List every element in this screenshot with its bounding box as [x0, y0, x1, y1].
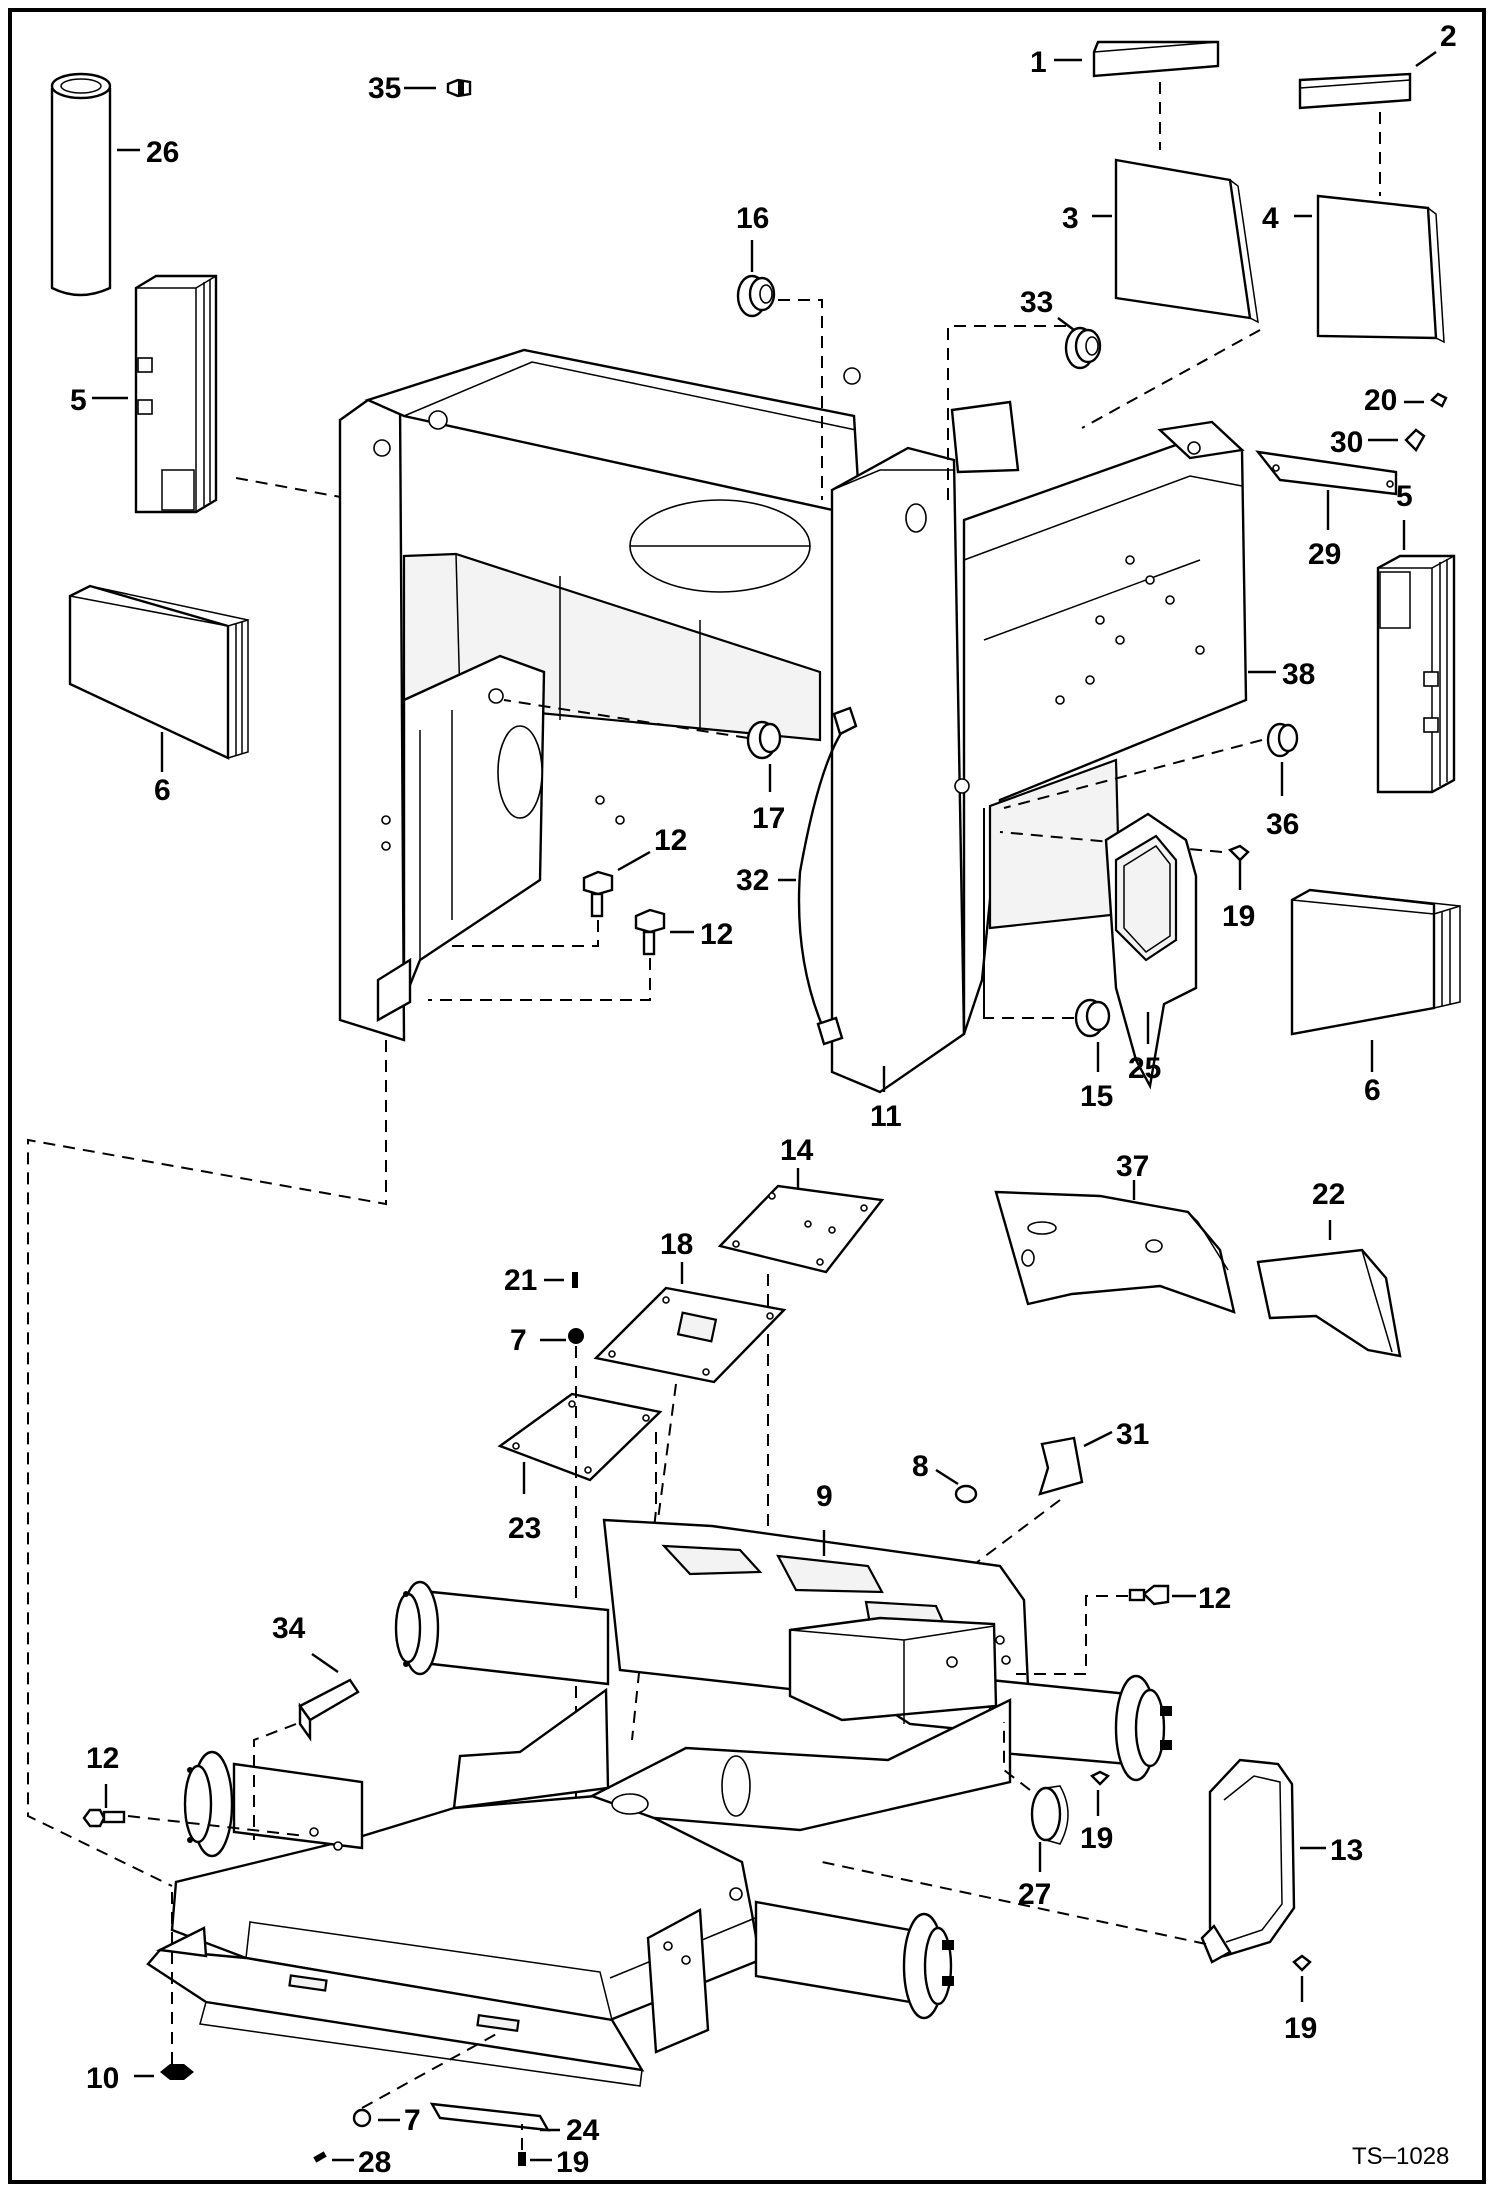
callout-12-b: 12 [700, 918, 733, 951]
callout-5-right: 5 [1396, 480, 1413, 513]
part-32-cable [797, 706, 858, 1046]
callout-26: 26 [146, 136, 179, 169]
part-31-clip [1038, 1436, 1084, 1496]
part-34-bar [298, 1678, 360, 1742]
callout-24: 24 [566, 2114, 600, 2147]
part-1-pad [1092, 40, 1220, 78]
callout-2: 2 [1440, 20, 1457, 53]
callout-12-a: 12 [654, 824, 687, 857]
callout-17: 17 [752, 802, 785, 835]
part-12-bolt-d [82, 1808, 126, 1828]
part-2-pad [1298, 72, 1412, 110]
callout-28: 28 [358, 2146, 391, 2179]
callout-18: 18 [660, 1228, 693, 1261]
part-19-screw-b [1089, 1770, 1111, 1786]
part-10-nut [160, 2064, 194, 2080]
part-22-fender [1256, 1248, 1402, 1358]
part-5-foam-left [134, 274, 218, 514]
callout-33: 33 [1020, 286, 1053, 319]
callout-1: 1 [1030, 46, 1047, 79]
part-15-bushing [1074, 998, 1111, 1038]
callout-6-left: 6 [154, 774, 171, 807]
callout-21: 21 [504, 1264, 537, 1297]
callout-27: 27 [1018, 1878, 1051, 1911]
part-5-foam-right [1376, 554, 1456, 794]
callout-3: 3 [1062, 202, 1079, 235]
callout-34: 34 [272, 1612, 306, 1645]
callout-32: 32 [736, 864, 769, 897]
callout-14: 14 [780, 1134, 814, 1167]
callout-12-c: 12 [1198, 1582, 1231, 1615]
callout-31: 31 [1116, 1418, 1149, 1451]
part-36-bushing [1266, 722, 1299, 758]
callout-9: 9 [816, 1480, 833, 1513]
part-7-washer-a [568, 1328, 584, 1344]
callout-13: 13 [1330, 1834, 1363, 1867]
callout-37: 37 [1116, 1150, 1149, 1183]
callout-23: 23 [508, 1512, 541, 1545]
part-21-screw [572, 1272, 578, 1288]
callout-35: 35 [368, 72, 401, 105]
callout-36: 36 [1266, 808, 1299, 841]
callout-7-upper: 7 [510, 1324, 527, 1357]
callout-11: 11 [870, 1100, 902, 1133]
callout-20: 20 [1364, 384, 1397, 417]
part-28-screw [313, 2151, 327, 2163]
callout-30: 30 [1330, 426, 1363, 459]
part-11-upper-frame [338, 348, 1248, 1094]
callout-4: 4 [1262, 202, 1279, 235]
part-6-foam-right [1290, 888, 1461, 1036]
part-33-bushing [1064, 326, 1102, 370]
part-12-bolt-b [634, 908, 666, 956]
part-30-clip [1404, 428, 1426, 452]
part-7-washer-b [352, 2108, 372, 2128]
part-37-fender [994, 1190, 1236, 1314]
callout-7-lower: 7 [404, 2104, 421, 2137]
callout-19-a: 19 [1222, 900, 1255, 933]
part-8-nut [954, 1484, 978, 1504]
callout-22: 22 [1312, 1178, 1345, 1211]
callout-15: 15 [1080, 1080, 1113, 1113]
part-19-screw-d [518, 2152, 526, 2166]
part-13-cover [1200, 1758, 1296, 1964]
callout-19-d: 19 [556, 2146, 589, 2179]
part-18-plate [593, 1286, 787, 1384]
callout-16: 16 [736, 202, 769, 235]
part-20-screw [1430, 392, 1448, 408]
part-12-bolt-a [582, 870, 614, 918]
part-4-panel [1316, 194, 1445, 344]
part-24-strip [429, 2102, 551, 2132]
part-29-bracket [1255, 450, 1398, 496]
part-6-foam-left [68, 584, 249, 760]
part-9-chassis [146, 1518, 1172, 2087]
callout-19-c: 19 [1284, 2012, 1317, 2045]
part-19-screw-a [1227, 844, 1250, 862]
part-12-bolt-c [1128, 1584, 1170, 1606]
part-23-plate [497, 1392, 663, 1482]
callout-10: 10 [86, 2062, 119, 2095]
callout-5-left: 5 [70, 384, 87, 417]
callout-25: 25 [1128, 1052, 1161, 1085]
callout-19-b: 19 [1080, 1822, 1113, 1855]
part-26-tube [50, 72, 112, 297]
callout-29: 29 [1308, 538, 1341, 571]
part-14-plate [717, 1184, 885, 1274]
reference-code: TS–1028 [1352, 2143, 1449, 2170]
callout-8: 8 [912, 1450, 929, 1483]
part-27-cover [1030, 1785, 1069, 1845]
part-3-panel [1114, 158, 1259, 324]
part-19-screw-c [1292, 1954, 1312, 1972]
callout-12-d: 12 [86, 1742, 119, 1775]
part-35-bolt [446, 78, 472, 98]
part-17-bushing [746, 720, 782, 760]
part-25-cover [1104, 812, 1198, 1090]
part-16-bushing [736, 274, 776, 318]
callout-6-right: 6 [1364, 1074, 1381, 1107]
callout-38: 38 [1282, 658, 1315, 691]
